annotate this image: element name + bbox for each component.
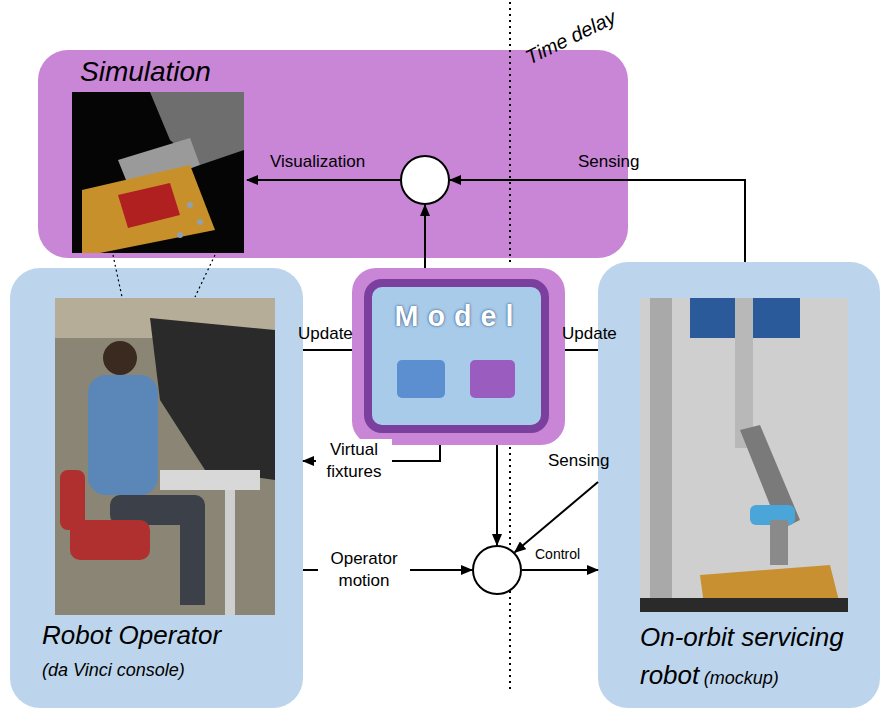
panel-subtitle: (da Vinci console) — [42, 660, 185, 681]
satellite-render — [82, 165, 215, 253]
connector — [450, 180, 745, 262]
connector — [565, 349, 598, 351]
label-holder: Update — [298, 324, 353, 344]
label-holder: Virtual fixtures — [316, 439, 392, 483]
title-holder: On-orbit servicing robot (mockup) — [640, 620, 876, 696]
label-holder: Control — [535, 546, 580, 562]
connector — [247, 179, 400, 181]
edge-label: Update — [562, 324, 617, 344]
operator-panel: Robot Operator (da Vinci console) — [10, 268, 303, 708]
simulation-screenshot — [72, 92, 244, 253]
connector — [522, 569, 598, 571]
marker-dot — [187, 202, 193, 208]
operator-photo — [55, 298, 275, 615]
text-holder: Model — [352, 300, 565, 333]
simulation-panel-fill — [38, 50, 628, 258]
label-holder: Sensing — [548, 451, 609, 471]
model-square — [470, 360, 515, 398]
robot-panel: On-orbit servicing robot (mockup) — [598, 262, 880, 708]
edge-label: Operator motion — [318, 548, 410, 592]
robot-photo — [640, 298, 848, 612]
edge-label: Sensing — [548, 451, 609, 471]
time-delay-label: Time delay — [522, 6, 620, 69]
support-post — [650, 298, 672, 612]
panel-subtitle: (mockup) — [704, 668, 779, 688]
panel-title: Simulation — [80, 56, 211, 88]
console — [150, 318, 275, 480]
text-holder: Robot Operator — [42, 620, 221, 651]
model-box-fill — [352, 268, 565, 445]
table — [640, 598, 848, 612]
text-holder: (da Vinci console) — [42, 660, 185, 681]
leader-line — [195, 255, 215, 297]
edge-label: Visualization — [270, 152, 365, 172]
connector — [496, 445, 498, 545]
label-holder: Update — [562, 324, 617, 344]
operator-panel-fill — [10, 268, 303, 708]
summing-circle — [472, 545, 522, 595]
model-square — [397, 360, 445, 398]
support-post — [735, 298, 753, 448]
summing-circle — [400, 155, 450, 205]
operator-shirt — [88, 375, 158, 495]
edge-label: Update — [298, 324, 353, 344]
operator-head — [103, 341, 137, 375]
label-holder: Time delay — [522, 6, 620, 69]
robot-panel-fill — [598, 262, 880, 708]
edge-label: Control — [535, 546, 580, 562]
model-box: Model — [352, 268, 565, 445]
panel-title: Model — [352, 300, 565, 333]
console-leg — [225, 490, 235, 615]
text-holder: Simulation — [80, 56, 211, 88]
robot-arm — [740, 425, 800, 530]
robot-tool — [770, 520, 788, 565]
console-frame — [160, 470, 260, 490]
marker-dot — [177, 232, 183, 238]
time-delay-line — [509, 2, 511, 266]
panel-render — [118, 183, 180, 228]
chair — [60, 470, 85, 530]
panel-title: Robot Operator — [42, 620, 221, 651]
label-holder: Sensing — [578, 152, 639, 172]
connector — [303, 349, 352, 351]
label-holder: Visualization — [270, 152, 365, 172]
connector — [515, 482, 598, 552]
marker-dot — [197, 219, 203, 225]
operator-legs — [180, 515, 205, 605]
connector — [424, 205, 426, 268]
edge-label: Virtual fixtures — [316, 439, 392, 483]
edge-label: Sensing — [578, 152, 639, 172]
leader-line — [113, 255, 122, 297]
label-holder: Operator motion — [318, 548, 410, 592]
